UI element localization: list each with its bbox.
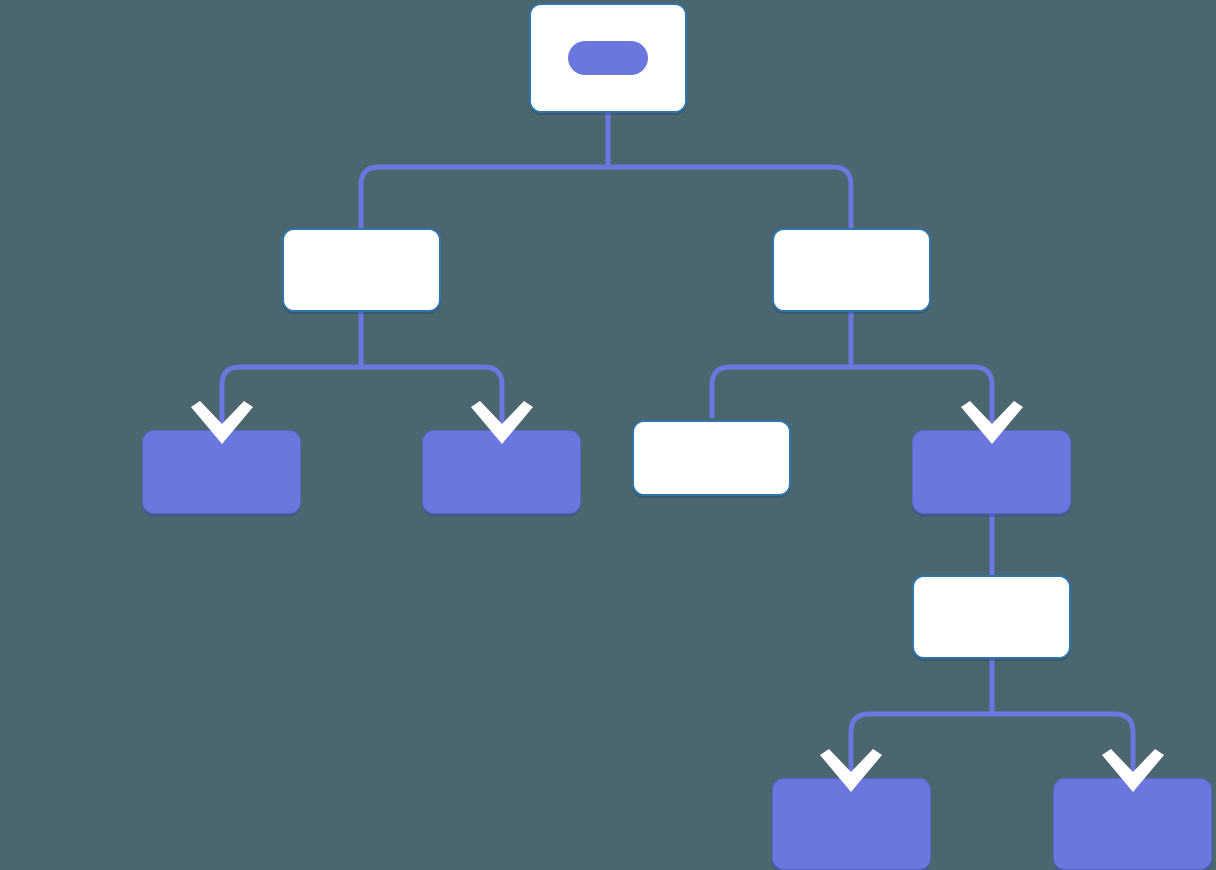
edge-path [219, 364, 361, 432]
node-l1a[interactable] [282, 228, 441, 312]
edge-paths [219, 113, 1136, 780]
edge-path [848, 711, 992, 780]
edge-path [992, 711, 1136, 780]
edge-path [709, 364, 851, 418]
node-l2c[interactable] [632, 420, 791, 496]
node-l2b[interactable] [422, 430, 581, 514]
root-pill-badge [568, 41, 648, 75]
edge-path [851, 364, 995, 432]
node-l4a[interactable] [772, 778, 931, 870]
node-l2a[interactable] [142, 430, 301, 514]
edge-path [608, 164, 854, 320]
node-l3[interactable] [912, 575, 1071, 659]
node-l4b[interactable] [1053, 778, 1212, 870]
edge-path [361, 364, 505, 432]
edge-path [358, 164, 608, 320]
node-l2d[interactable] [912, 430, 1071, 514]
node-l1b[interactable] [772, 228, 931, 312]
